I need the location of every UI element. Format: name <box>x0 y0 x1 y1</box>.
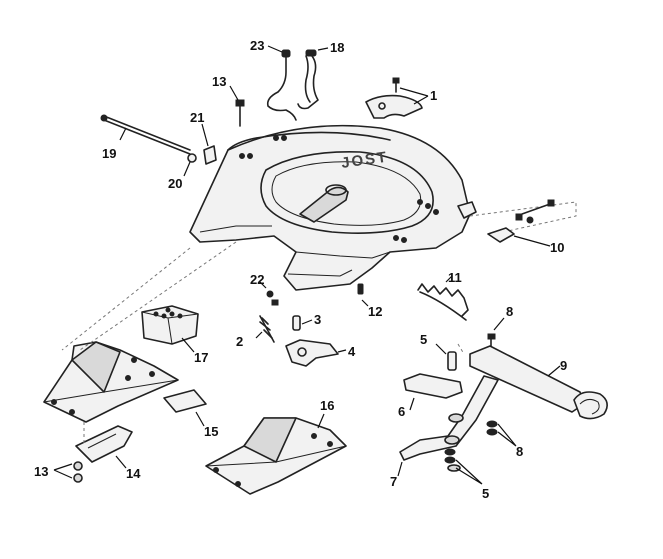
part-10-release-handle: 10 <box>469 199 577 255</box>
callout-15: 15 <box>204 424 218 439</box>
part-18-rod: 18 <box>297 40 344 110</box>
callout-21: 21 <box>190 110 204 125</box>
part-16-mounting-bracket: 16 <box>205 398 347 495</box>
jost-logo: JOST <box>340 149 389 172</box>
callout-8-upper: 8 <box>506 304 513 319</box>
callout-17: 17 <box>194 350 208 365</box>
part-13-fasteners-lower: 13 <box>34 461 83 483</box>
part-2-spring-pin: 2 <box>236 315 275 349</box>
callout-11: 11 <box>448 270 462 285</box>
callout-13-lower: 13 <box>34 464 48 479</box>
callout-22: 22 <box>250 272 264 287</box>
part-9-release-lever: 9 <box>469 345 608 420</box>
part-7-arm: 7 <box>390 375 499 489</box>
part-1-lock-plate: 1 <box>365 77 437 119</box>
part-8-washers-lower: 8 <box>486 420 523 459</box>
callout-5-lower: 5 <box>482 486 489 501</box>
left-mounting-bracket <box>43 341 179 423</box>
callout-7: 7 <box>390 474 397 489</box>
part-6-pad: 6 <box>398 373 463 419</box>
part-21-bracket: 21 <box>190 110 217 165</box>
part-19-long-rod: 19 <box>100 114 191 161</box>
callout-8-lower: 8 <box>516 444 523 459</box>
callout-2: 2 <box>236 334 243 349</box>
callout-5-upper: 5 <box>420 332 427 347</box>
callout-16: 16 <box>320 398 334 413</box>
part-5-washers-lower: 5 <box>444 448 489 501</box>
part-3-pin: 3 <box>292 312 321 331</box>
part-23-rod: 23 <box>250 38 297 121</box>
callout-6: 6 <box>398 404 405 419</box>
callout-9: 9 <box>560 358 567 373</box>
callout-20: 20 <box>168 176 182 191</box>
fifth-wheel-top-plate: JOST <box>189 124 477 291</box>
callout-23: 23 <box>250 38 264 53</box>
part-17-wear-pad: 17 <box>141 305 208 365</box>
part-22-bolt: 22 <box>250 272 279 306</box>
part-20-nut: 20 <box>168 153 197 191</box>
callout-1: 1 <box>430 88 437 103</box>
part-12-pin: 12 <box>357 283 382 319</box>
part-14-clip: 14 <box>75 425 141 481</box>
callout-3: 3 <box>314 312 321 327</box>
callout-14: 14 <box>126 466 141 481</box>
part-13-bolt-upper: 13 <box>212 74 245 127</box>
part-4-jaw: 4 <box>285 339 356 367</box>
part-5-pin-upper: 5 <box>420 332 457 371</box>
callout-19: 19 <box>102 146 116 161</box>
callout-4: 4 <box>348 344 356 359</box>
part-11-spring: 11 <box>417 270 469 321</box>
guide-lines <box>61 241 465 446</box>
part-8-bolt-upper: 8 <box>487 304 513 353</box>
callout-13-upper: 13 <box>212 74 226 89</box>
callout-12: 12 <box>368 304 382 319</box>
part-15-shim: 15 <box>163 389 218 439</box>
callout-18: 18 <box>330 40 344 55</box>
callout-10: 10 <box>550 240 564 255</box>
